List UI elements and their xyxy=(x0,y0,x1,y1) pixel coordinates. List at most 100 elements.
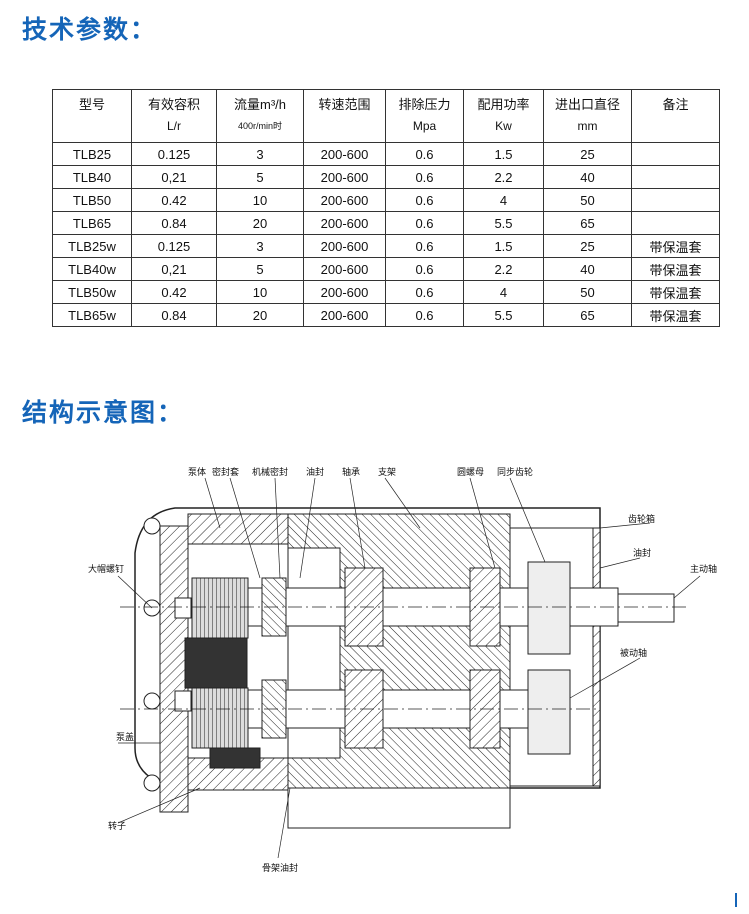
col-header: 转速范围 xyxy=(303,89,386,143)
table-cell: 50 xyxy=(543,188,632,212)
table-cell: 2.2 xyxy=(463,257,544,281)
label-oil-seal-right: 油封 xyxy=(633,547,651,559)
table-cell: 0.6 xyxy=(385,188,464,212)
label-sync-gear: 同步齿轮 xyxy=(497,466,533,478)
table-cell: 10 xyxy=(216,188,304,212)
col-header: 型号 xyxy=(52,89,132,143)
table-cell: 0.6 xyxy=(385,142,464,166)
table-cell: TLB40w xyxy=(52,257,132,281)
table-cell: 0.84 xyxy=(131,303,217,327)
table-cell: 200-600 xyxy=(303,234,386,258)
label-bracket: 支架 xyxy=(378,466,396,478)
spec-heading: 技术参数： xyxy=(22,15,158,44)
table-cell: TLB25w xyxy=(52,234,132,258)
label-gear-box: 齿轮箱 xyxy=(628,513,655,525)
label-drive-shaft: 主动轴 xyxy=(690,563,717,575)
table-cell xyxy=(631,142,720,166)
table-cell: 40 xyxy=(543,257,632,281)
table-cell: 65 xyxy=(543,211,632,235)
table-cell: TLB50w xyxy=(52,280,132,304)
base-foot xyxy=(287,787,511,829)
table-cell: 5.5 xyxy=(463,211,544,235)
table-cell: 0.6 xyxy=(385,257,464,281)
table-cell: 0.125 xyxy=(131,234,217,258)
edge-marker xyxy=(735,893,737,907)
table-cell xyxy=(631,188,720,212)
label-seal-sleeve: 密封套 xyxy=(212,466,239,478)
table-cell xyxy=(631,165,720,189)
table-cell: 3 xyxy=(216,234,304,258)
table-cell: 200-600 xyxy=(303,165,386,189)
label-skeleton-seal: 骨架油封 xyxy=(262,862,298,874)
label-mech-seal: 机械密封 xyxy=(252,466,288,478)
table-cell: 200-600 xyxy=(303,211,386,235)
table-cell: 带保温套 xyxy=(631,234,720,258)
table-cell: 0,21 xyxy=(131,257,217,281)
table-cell: TLB50 xyxy=(52,188,132,212)
table-cell: 200-600 xyxy=(303,280,386,304)
table-cell: 200-600 xyxy=(303,257,386,281)
pump-structure-diagram: 泵体 密封套 机械密封 油封 轴承 支架 圆螺母 同步齿轮 齿轮箱 油封 主动轴… xyxy=(88,466,717,874)
sync-gear-upper xyxy=(527,561,571,655)
table-cell: 0.6 xyxy=(385,165,464,189)
label-rotor: 转子 xyxy=(108,820,126,832)
table-cell: 4 xyxy=(463,280,544,304)
table-cell: 25 xyxy=(543,234,632,258)
table-cell: 5 xyxy=(216,165,304,189)
table-cell: 65 xyxy=(543,303,632,327)
label-pump-body: 泵体 xyxy=(188,466,206,478)
table-cell: TLB25 xyxy=(52,142,132,166)
table-cell: 200-600 xyxy=(303,303,386,327)
table-cell: 1.5 xyxy=(463,234,544,258)
table-cell: 带保温套 xyxy=(631,303,720,327)
table-cell: 5 xyxy=(216,257,304,281)
table-cell: 带保温套 xyxy=(631,257,720,281)
sync-gear-lower xyxy=(527,669,571,755)
table-cell: 0.42 xyxy=(131,188,217,212)
table-cell: 0.125 xyxy=(131,142,217,166)
rotor-upper xyxy=(191,577,249,639)
table-cell: 0.6 xyxy=(385,280,464,304)
table-cell: 10 xyxy=(216,280,304,304)
rotor-lower xyxy=(191,687,249,749)
table-cell: 0.42 xyxy=(131,280,217,304)
table-cell: 0.6 xyxy=(385,211,464,235)
label-bearing: 轴承 xyxy=(342,466,360,478)
table-cell xyxy=(631,211,720,235)
table-cell: TLB65w xyxy=(52,303,132,327)
label-oil-seal-top: 油封 xyxy=(306,466,324,478)
table-cell: 200-600 xyxy=(303,142,386,166)
label-cap-screw: 大帽螺钉 xyxy=(88,563,124,575)
table-cell: 50 xyxy=(543,280,632,304)
table-cell: 40 xyxy=(543,165,632,189)
table-cell: 3 xyxy=(216,142,304,166)
table-cell: 4 xyxy=(463,188,544,212)
label-driven-shaft: 被动轴 xyxy=(620,647,647,659)
table-cell: 0.84 xyxy=(131,211,217,235)
table-cell: 带保温套 xyxy=(631,280,720,304)
col-header: 备注 xyxy=(631,89,720,143)
table-cell: 5.5 xyxy=(463,303,544,327)
label-pump-cover: 泵盖 xyxy=(116,731,134,743)
table-cell: TLB65 xyxy=(52,211,132,235)
label-round-nut: 圆螺母 xyxy=(457,467,484,478)
table-cell: 1.5 xyxy=(463,142,544,166)
table-cell: TLB40 xyxy=(52,165,132,189)
structure-heading: 结构示意图： xyxy=(22,398,185,427)
table-cell: 2.2 xyxy=(463,165,544,189)
table-cell: 0,21 xyxy=(131,165,217,189)
table-cell: 0.6 xyxy=(385,234,464,258)
